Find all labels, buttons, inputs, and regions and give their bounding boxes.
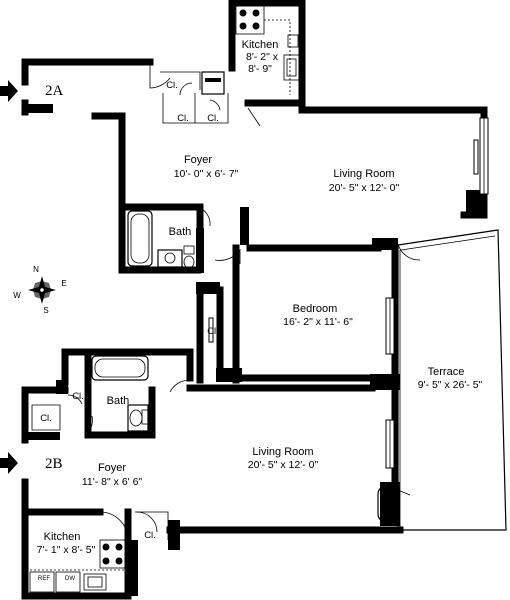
compass-e: E <box>61 279 66 288</box>
unit-2a-label: 2A <box>45 83 64 99</box>
bath-2b-fixtures <box>67 355 191 433</box>
living-room-2a-dim: 20'- 5" x 12'- 0" <box>329 182 400 194</box>
bedroom-walls <box>196 244 400 390</box>
window-2a-living <box>473 117 489 195</box>
bedroom-dim: 16'- 2" x 11'- 6" <box>283 316 353 328</box>
closet-bedroom-label: Cl. <box>207 326 219 337</box>
entry-arrow-icon <box>0 80 18 102</box>
living-room-2b-dim: 20'- 5" x 12'- 0" <box>248 459 319 471</box>
unit-2b-label: 2B <box>45 456 63 472</box>
living-room-2b-name: Living Room <box>252 446 313 458</box>
closet-2a-label-3: Cl. <box>207 113 219 124</box>
compass-rose-icon <box>28 276 56 304</box>
kitchen-2b-fixtures <box>29 511 158 593</box>
entry-arrow-icon <box>0 452 18 474</box>
kitchen-2b-dim: 7'- 1" x 8'- 5" <box>37 544 96 556</box>
living-room-2a-name: Living Room <box>333 168 394 180</box>
foyer-2b-name: Foyer <box>98 462 126 474</box>
unit-2a-walls <box>21 0 488 274</box>
foyer-2a-name: Foyer <box>184 154 212 166</box>
compass-w: W <box>13 291 21 300</box>
unit-2b-walls <box>21 348 404 600</box>
appliance-dw-label: DW <box>65 576 75 582</box>
closet-2a-label-2: Cl. <box>177 113 189 124</box>
compass-s: S <box>43 306 48 315</box>
closet-2b-label-2: Cl. <box>40 413 52 424</box>
bath-2a-fixtures <box>127 207 211 269</box>
window-2b-living <box>377 419 411 523</box>
doors-2a <box>149 62 421 264</box>
kitchen-2a-fixtures <box>201 5 300 95</box>
kitchen-2a-name: Kitchen <box>242 39 279 51</box>
kitchen-2a-dim-1: 8'- 2" x <box>246 51 279 63</box>
foyer-2a-dim: 10'- 0" x 6'- 7" <box>174 168 239 180</box>
terrace-dim: 9'- 5" x 26'- 5" <box>418 379 483 391</box>
closet-2a-label-1: Cl. <box>166 80 178 91</box>
bath-2b-name: Bath <box>107 395 130 407</box>
bedroom-name: Bedroom <box>293 303 338 315</box>
terrace-name: Terrace <box>428 366 465 378</box>
kitchen-2a-dim-2: 8'- 9" <box>248 63 272 75</box>
compass-n: N <box>33 265 39 274</box>
kitchen-2b-name: Kitchen <box>44 531 81 543</box>
foyer-2b-dim: 11'- 8" x 6' 6" <box>82 476 143 488</box>
appliance-ref-label: REF <box>38 576 50 582</box>
closet-2b-label-1: Cl. <box>72 391 84 402</box>
bath-2a-name: Bath <box>169 226 192 238</box>
closet-2b-label-3: Cl. <box>144 530 156 541</box>
